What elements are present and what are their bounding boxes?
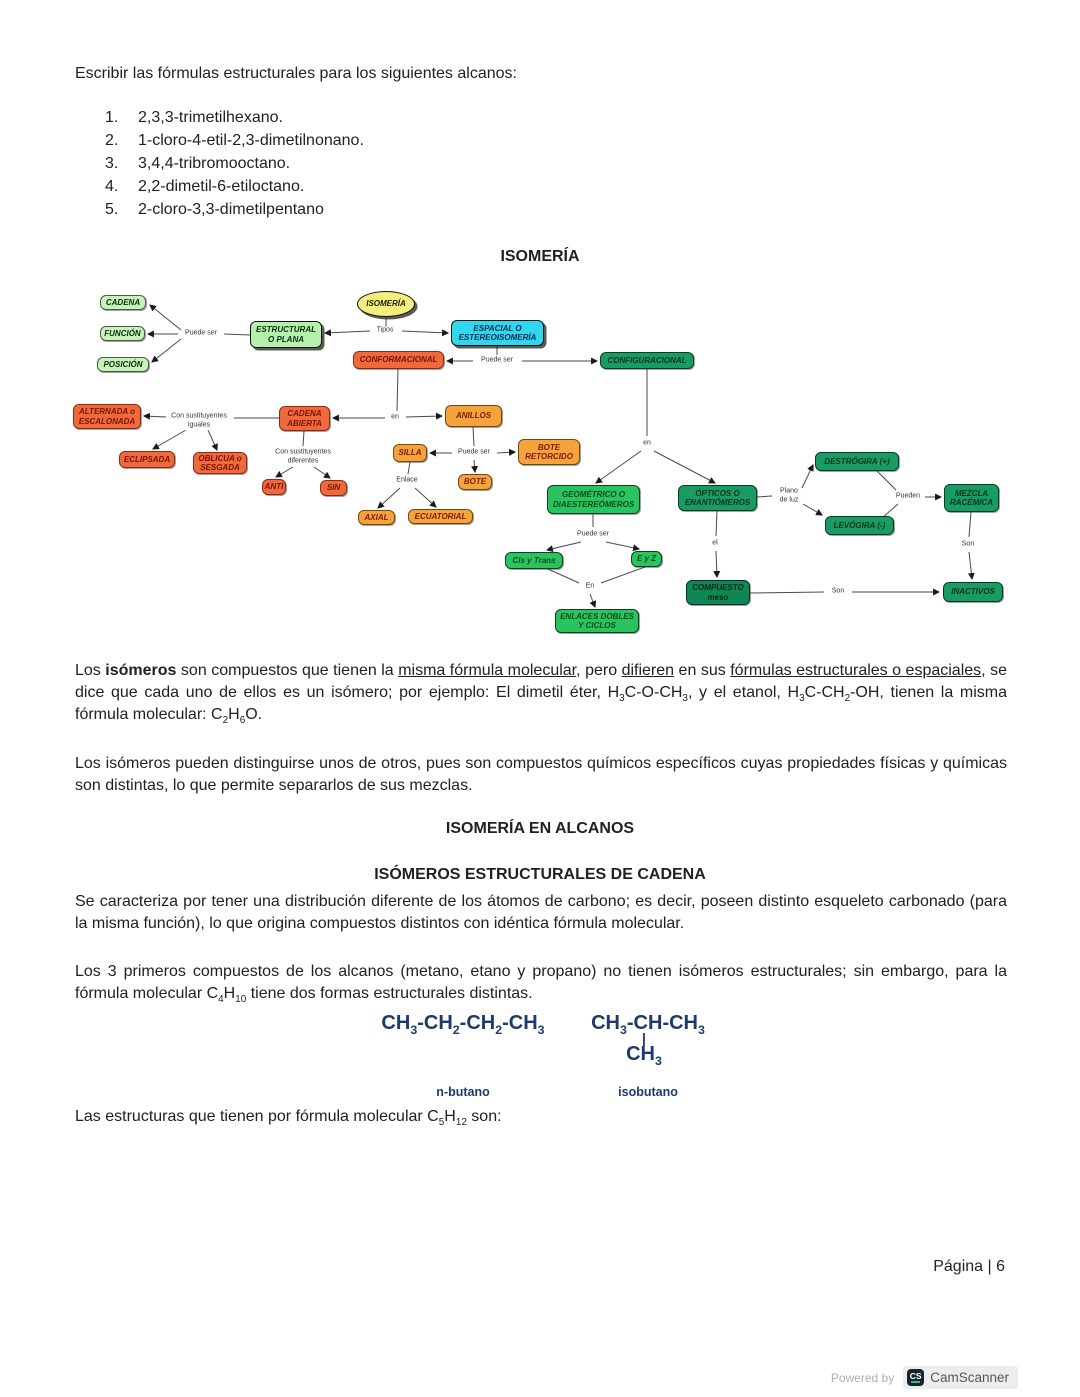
diagram-node-compuesto: COMPUESTO meso	[686, 580, 750, 605]
paragraph-estructuras: Las estructuras que tienen por fórmula m…	[75, 1108, 502, 1129]
formula-isobutane-bond: |	[642, 1030, 646, 1046]
diagram-node-mezcla: MEZCLA RACÉMICA	[944, 484, 999, 512]
connector-label: Puede ser	[575, 530, 611, 540]
diagram-node-ecuatorial: ECUATORIAL	[408, 509, 473, 524]
list-item: 3. 3,4,4-tribromooctano.	[105, 155, 705, 173]
camscanner-brand: CamScanner	[930, 1370, 1009, 1385]
diagram-node-opticos: ÓPTICOS O ENANTIÓMEROS	[678, 485, 757, 511]
diagram-node-estructural: ESTRUCTURAL O PLANA	[250, 321, 322, 348]
connector-label: el	[710, 539, 720, 549]
diagram-node-anillos: ANILLOS	[445, 405, 502, 427]
diagram-node-axial: AXIAL	[358, 510, 395, 525]
paragraph-caracteriza: Se caracteriza por tener una distribució…	[75, 893, 1007, 932]
diagram-node-espacial: ESPACIAL O ESTEREOISOMERÍA	[451, 320, 544, 346]
list-item-number: 5.	[105, 201, 119, 218]
diagram-node-cis-trans: Cis y Trans	[505, 552, 563, 569]
camscanner-logo-icon: CS	[907, 1369, 925, 1386]
diagram-node-bote-retorcido: BOTE RETORCIDO	[518, 439, 580, 465]
formula-isobutane: CH3-CH-CH3 | CH3 isobutano	[578, 1012, 718, 1100]
list-item-text: 3,4,4-tribromooctano.	[138, 155, 291, 172]
connector-label: Son	[959, 540, 977, 550]
diagram-node-eclipsada: ECLIPSADA	[119, 451, 175, 468]
diagram-node-bote: BOTE	[458, 474, 492, 490]
connector-label: Son	[829, 587, 847, 597]
formula-nbutane-label: n-butano	[436, 1085, 490, 1100]
connector-label: Con sustituyentes iguales	[169, 412, 229, 430]
diagram-node-inactivos: INACTIVOS	[943, 582, 1003, 602]
list-item-text: 2-cloro-3,3-dimetilpentano	[138, 201, 324, 218]
list-item-number: 1.	[105, 109, 119, 126]
diagram-node-geometrico: GEOMÉTRICO O DIAESTEREÓMEROS	[547, 485, 640, 514]
formula-nbutane: CH3-CH2-CH2-CH3 n-butano	[378, 1012, 548, 1100]
diagram-node-cadena: CADENA	[100, 295, 146, 310]
list-item-number: 3.	[105, 155, 119, 172]
diagram-node-eyz: E y Z	[631, 551, 662, 567]
connector-label: Pueden	[893, 492, 923, 502]
concept-map: CADENA FUNCIÓN POSICIÓN ESTRUCTURAL O PLANA…	[67, 285, 1012, 653]
diagram-node-destrogira: DESTRÓGIRA (+)	[815, 452, 899, 471]
diagram-node-isomeria: ISOMERÍA	[357, 291, 415, 317]
formula-isobutane-line2: CH3	[626, 1043, 662, 1068]
scan-footer: Powered by CS CamScanner	[831, 1366, 1018, 1389]
diagram-node-conformacional: CONFORMACIONAL	[353, 351, 444, 369]
diagram-node-alternada: ALTERNADA o ESCALONADA	[73, 404, 141, 429]
diagram-node-cadena-abierta: CADENA ABIERTA	[279, 406, 330, 431]
paragraph-distinguirse: Los isómeros pueden distinguirse unos de…	[75, 755, 1007, 794]
formula-nbutane-text: CH3-CH2-CH2-CH3	[381, 1012, 545, 1037]
connector-label: Puede ser	[183, 329, 219, 339]
diagram-title: ISOMERÍA	[500, 248, 580, 265]
diagram-node-enlaces: ENLACES DOBLES Y CICLOS	[555, 609, 639, 633]
list-item: 2. 1-cloro-4-etil-2,3-dimetilnonano.	[105, 132, 705, 150]
connector-label: Plano de luz	[777, 487, 801, 505]
list-item-text: 2,3,3-trimetilhexano.	[138, 109, 283, 126]
connector-label: Puede ser	[479, 356, 515, 366]
list-item-text: 2,2-dimetil-6-etiloctano.	[138, 178, 305, 195]
connector-label: Con sustituyentes diferentes	[273, 448, 333, 466]
list-item: 5. 2-cloro-3,3-dimetilpentano	[105, 201, 705, 219]
paragraph-isomeros: Los isómeros son compuestos que tienen l…	[75, 662, 1007, 727]
formula-isobutane-line1: CH3-CH-CH3	[591, 1012, 705, 1037]
page-number: Página | 6	[933, 1258, 1005, 1275]
heading-isomeros-cadena: ISÓMEROS ESTRUCTURALES DE CADENA	[374, 866, 706, 883]
diagram-node-silla: SILLA	[393, 444, 427, 462]
list-item-text: 1-cloro-4-etil-2,3-dimetilnonano.	[138, 132, 364, 149]
heading-isomeria-alcanos: ISOMERÍA EN ALCANOS	[445, 820, 635, 837]
list-item-number: 2.	[105, 132, 119, 149]
alkane-list: 1. 2,3,3-trimetilhexano. 2. 1-cloro-4-etil-…	[0, 109, 1080, 234]
list-item-number: 4.	[105, 178, 119, 195]
intro-text: Escribir las fórmulas estructurales para…	[75, 65, 517, 82]
connector-label: Tipos	[374, 326, 396, 336]
diagram-node-oblicua: OBLICUA o SESGADA	[193, 452, 247, 474]
connector-label: Enlace	[394, 476, 420, 486]
diagram-node-anti: ANTI	[262, 479, 286, 495]
connector-label: Puede ser	[456, 448, 492, 458]
formula-isobutane-label: isobutano	[618, 1085, 678, 1100]
paragraph-primeros: Los 3 primeros compuestos de los alcanos…	[75, 963, 1007, 1006]
concept-map-connectors	[142, 304, 975, 608]
diagram-node-posicion: POSICIÓN	[97, 357, 149, 372]
connector-label: en	[389, 413, 401, 423]
connector-label: En	[583, 582, 597, 592]
diagram-node-levogira: LEVÓGIRA (-)	[825, 516, 894, 535]
diagram-node-configuracional: CONFIGURACIONAL	[600, 352, 694, 369]
connector-label: en	[641, 439, 653, 449]
camscanner-badge: CS CamScanner	[903, 1366, 1018, 1389]
list-item: 1. 2,3,3-trimetilhexano.	[105, 109, 705, 127]
powered-by-label: Powered by	[830, 1370, 895, 1385]
diagram-node-sin: SIN	[320, 480, 347, 496]
diagram-node-funcion: FUNCIÓN	[100, 326, 145, 341]
list-item: 4. 2,2-dimetil-6-etiloctano.	[105, 178, 705, 196]
